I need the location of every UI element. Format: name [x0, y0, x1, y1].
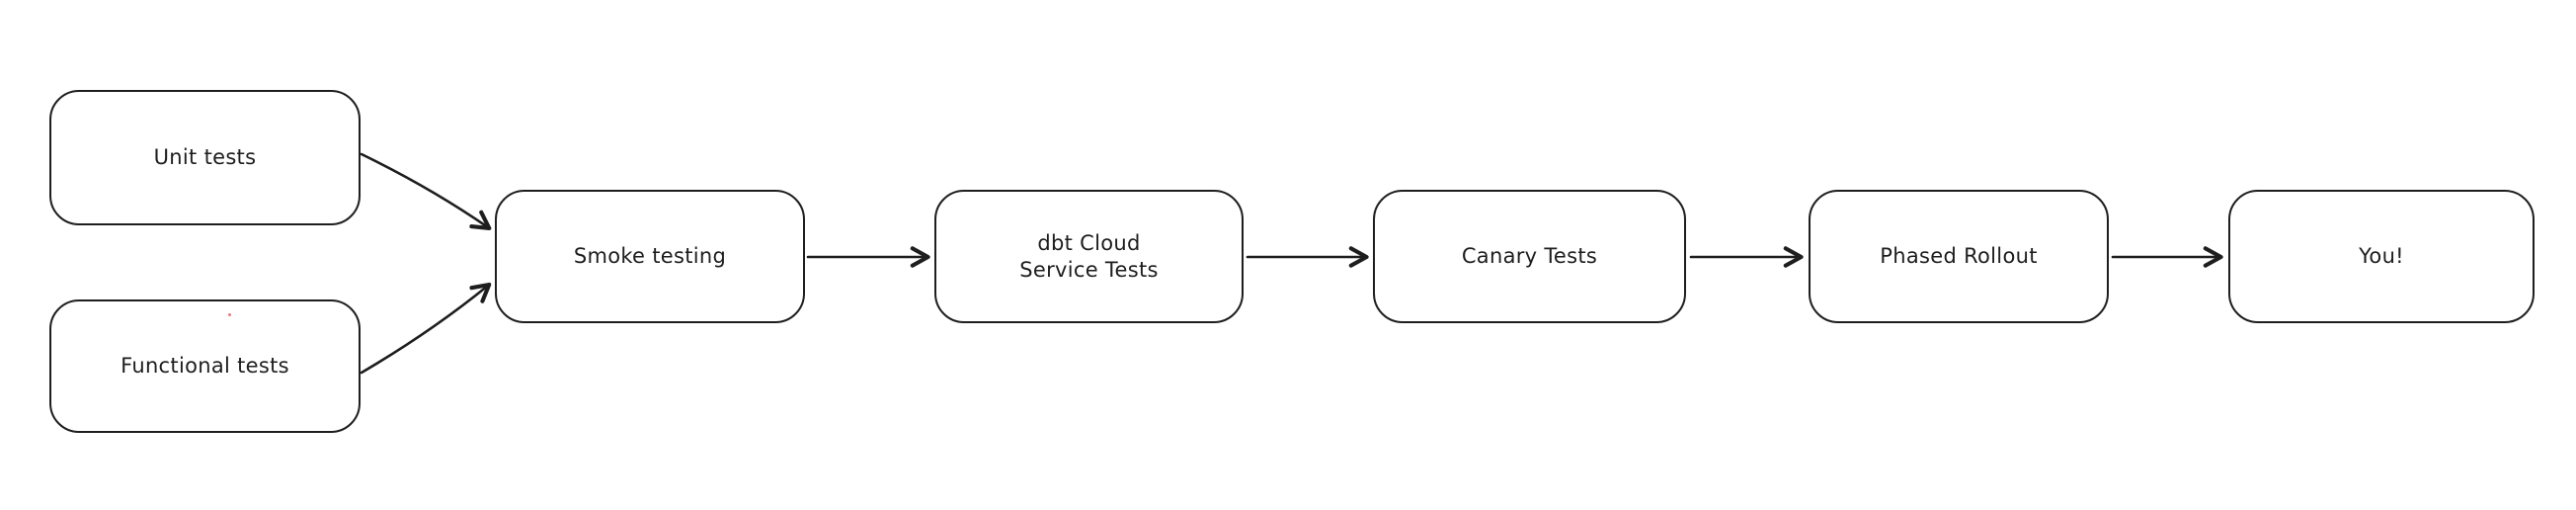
node-unit-tests: Unit tests: [49, 90, 361, 225]
node-you: You!: [2228, 190, 2535, 323]
node-functional-tests-label: Functional tests: [121, 354, 289, 379]
node-you-label: You!: [2359, 244, 2404, 269]
node-canary-tests: Canary Tests: [1373, 190, 1686, 323]
node-dbt-cloud-service-tests: dbt Cloud Service Tests: [934, 190, 1244, 323]
node-functional-tests: Functional tests: [49, 299, 361, 433]
node-smoke-testing-label: Smoke testing: [573, 244, 727, 269]
arrow-unit-tests-to-smoke-testing: [360, 152, 492, 230]
node-unit-tests-label: Unit tests: [153, 145, 257, 170]
node-phased-rollout-label: Phased Rollout: [1880, 244, 2038, 269]
node-phased-rollout: Phased Rollout: [1809, 190, 2109, 323]
node-smoke-testing: Smoke testing: [495, 190, 805, 323]
node-canary-tests-label: Canary Tests: [1461, 244, 1598, 269]
node-dbt-cloud-service-tests-label: dbt Cloud Service Tests: [1019, 231, 1159, 282]
arrow-functional-tests-to-smoke-testing: [360, 282, 492, 375]
stray-red-dot: [228, 313, 231, 316]
